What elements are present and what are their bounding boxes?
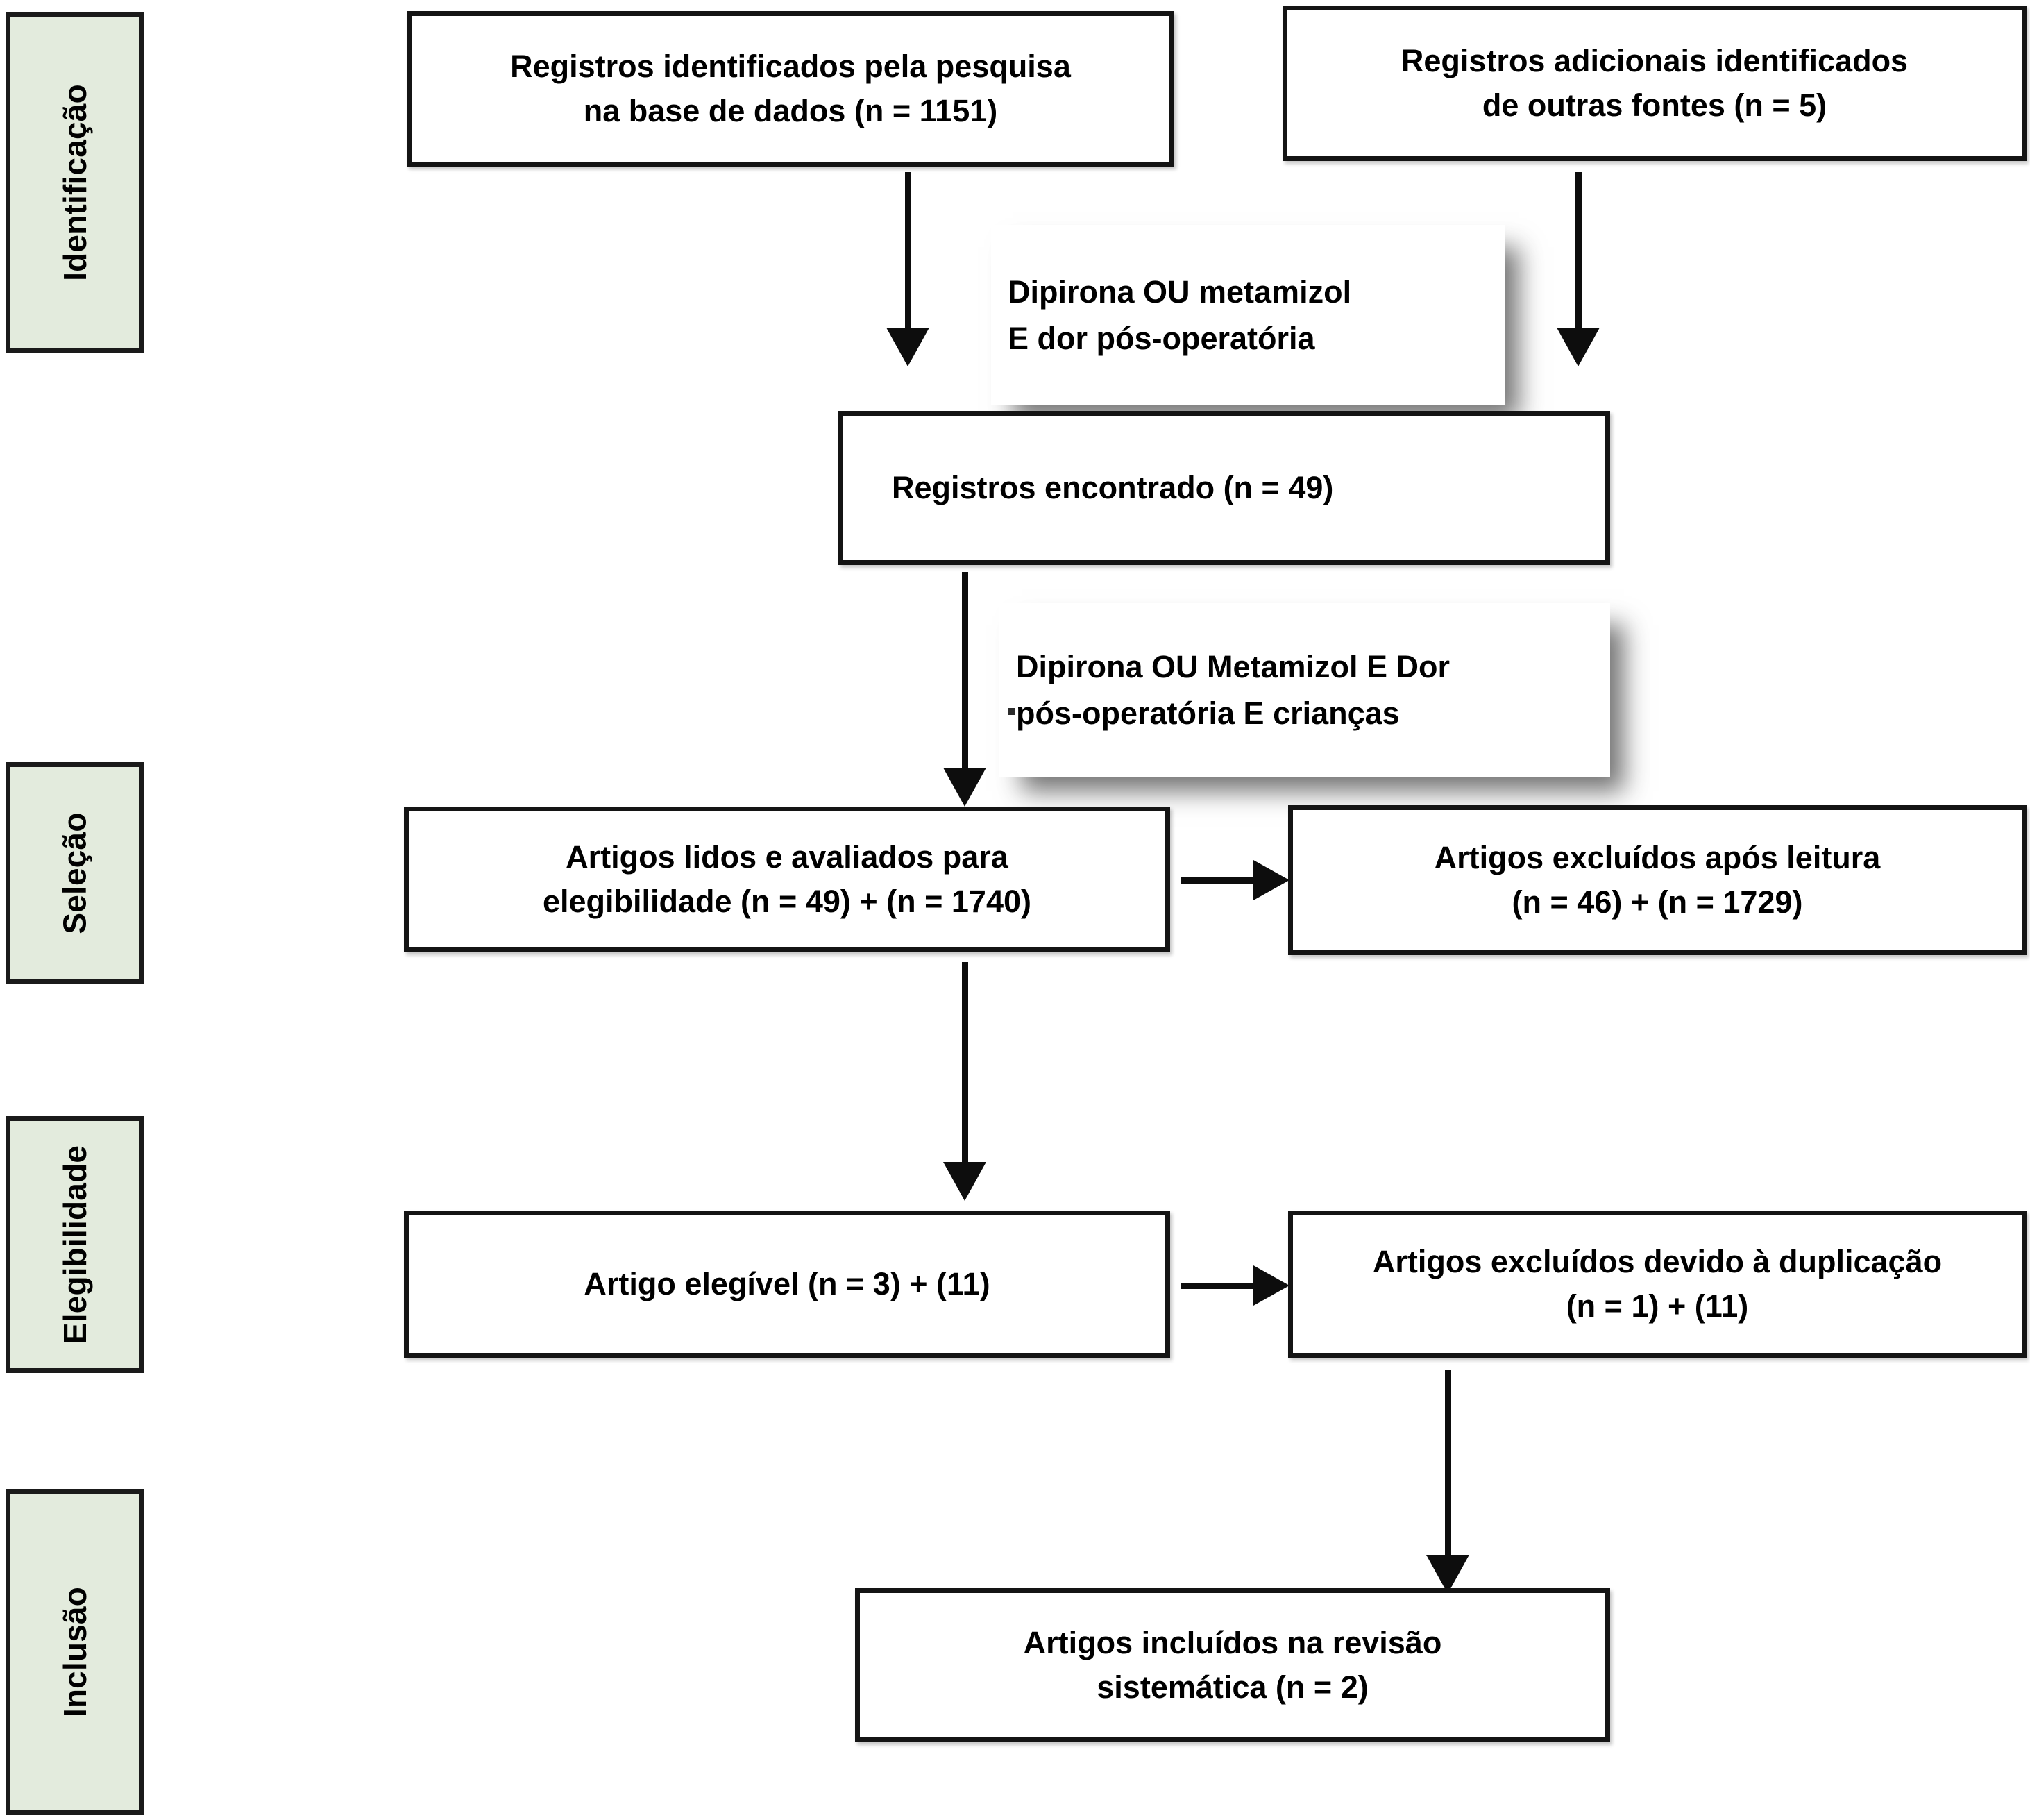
stage-label-selecao: Seleção [6,762,144,984]
arrow-head [1426,1555,1469,1594]
annotation-line-2: pós-operatória E crianças [1016,696,1400,731]
box-text: Artigos incluídos na revisão sistemática… [1008,1621,1457,1710]
box-line-1: Artigo elegível (n = 3) + (11) [584,1266,990,1302]
stage-label-identificacao: Identificação [6,12,144,353]
stage-label-inclusao: Inclusão [6,1489,144,1815]
box-line-2: sistemática (n = 2) [1097,1669,1369,1705]
arrow-shaft [962,572,968,768]
stage-label-text: Inclusão [57,1586,93,1718]
arrow-shaft [1575,172,1582,328]
arrow-head [1557,328,1600,366]
box-line-2: na base de dados (n = 1151) [583,93,998,128]
box-articles-excluded-after-reading: Artigos excluídos após leitura (n = 46) … [1288,805,2027,955]
box-article-eligible: Artigo elegível (n = 3) + (11) [404,1211,1170,1358]
arrow-head [943,1162,986,1201]
annotation-text: Dipirona OU Metamizol E Dor pós-operatór… [999,643,1450,737]
box-line-2: (n = 1) + (11) [1566,1288,1749,1324]
annotation-line-2: E dor pós-operatória [1008,321,1315,356]
box-text: Artigos excluídos devido à duplicação (n… [1357,1240,1957,1329]
arrow-shaft [1181,877,1258,884]
box-text: Artigos lidos e avaliados para elegibili… [527,835,1047,924]
box-articles-assessed-eligibility: Artigos lidos e avaliados para elegibili… [404,807,1170,952]
box-line-1: Artigos incluídos na revisão [1023,1625,1442,1661]
box-text: Artigo elegível (n = 3) + (11) [568,1262,1005,1306]
annotation-line-1: Dipirona OU Metamizol E Dor [1016,648,1450,684]
annotation-search-terms-1: Dipirona OU metamizol E dor pós-operatór… [991,225,1505,405]
annotation-text: Dipirona OU metamizol E dor pós-operatór… [991,269,1351,362]
box-line-1: Registros encontrado (n = 49) [892,470,1334,506]
box-line-1: Artigos excluídos devido à duplicação [1372,1244,1943,1280]
stage-label-text: Identificação [57,84,94,281]
arrow-shaft [1445,1370,1451,1555]
arrow-shaft [962,962,968,1162]
box-text: Registros identificados pela pesquisa na… [495,44,1086,133]
speck-artifact [1008,708,1015,715]
box-line-1: Registros identificados pela pesquisa [510,49,1071,85]
box-records-identified-database: Registros identificados pela pesquisa na… [407,11,1174,167]
box-line-1: Registros adicionais identificados [1401,43,1909,79]
box-text: Artigos excluídos após leitura (n = 46) … [1419,836,1896,925]
arrow-head [886,328,929,366]
stage-label-elegibilidade: Elegibilidade [6,1116,144,1373]
arrow-shaft [905,172,911,328]
arrow-shaft [1181,1283,1258,1289]
box-line-2: de outras fontes (n = 5) [1482,87,1827,123]
arrow-head [1253,860,1289,900]
box-text: Registros adicionais identificados de ou… [1386,39,1923,128]
annotation-search-terms-2: Dipirona OU Metamizol E Dor pós-operatór… [999,603,1610,777]
box-line-2: (n = 46) + (n = 1729) [1512,884,1803,920]
box-articles-included-systematic-review: Artigos incluídos na revisão sistemática… [855,1588,1610,1742]
annotation-line-1: Dipirona OU metamizol [1008,273,1352,310]
arrow-head [1253,1265,1289,1306]
box-articles-excluded-duplication: Artigos excluídos devido à duplicação (n… [1288,1211,2027,1358]
stage-label-text: Elegibilidade [57,1145,94,1345]
box-line-2: elegibilidade (n = 49) + (n = 1740) [542,884,1031,919]
arrow-head [943,768,986,807]
box-line-1: Artigos lidos e avaliados para [566,839,1008,875]
box-records-found: Registros encontrado (n = 49) [838,411,1610,565]
box-records-other-sources: Registros adicionais identificados de ou… [1283,6,2027,161]
box-text: Registros encontrado (n = 49) [843,466,1605,510]
stage-label-text: Seleção [56,812,93,934]
box-line-1: Artigos excluídos após leitura [1434,840,1881,876]
